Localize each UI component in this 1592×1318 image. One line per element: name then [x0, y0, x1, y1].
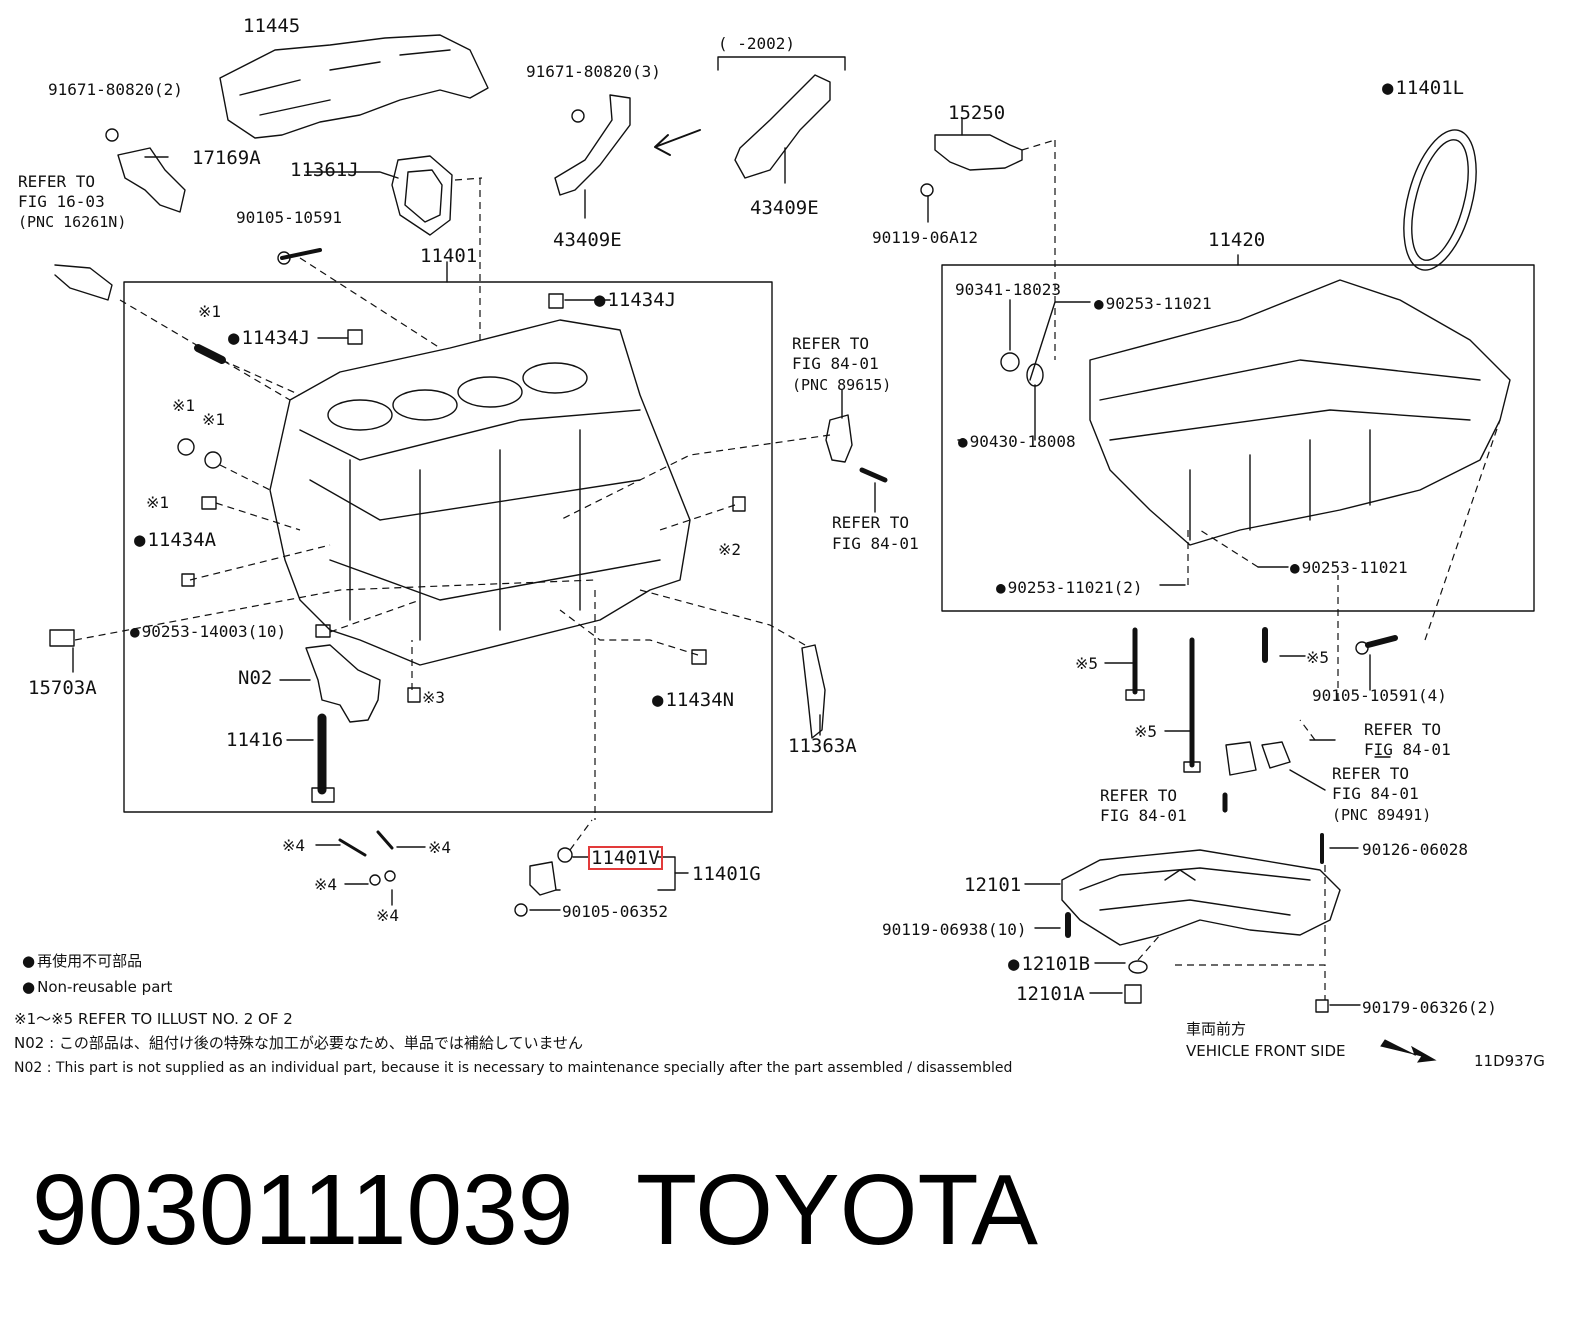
cylinder-block	[270, 320, 690, 665]
refer-84-01-b-line2: FIG 84-01	[832, 534, 919, 553]
refer-84-01-e-line2: FIG 84-01	[1100, 806, 1187, 825]
label-90253-11021-top: 90253-11021	[1094, 294, 1212, 314]
mark-4-d: ※4	[376, 906, 400, 925]
label-17169a: 17169A	[192, 147, 261, 169]
diagram-code: 11D937G	[1474, 1052, 1545, 1070]
crankcase-11420	[1090, 280, 1510, 545]
label-90105-10591: 90105-10591	[236, 208, 342, 227]
label-11401: 11401	[420, 245, 478, 267]
n02-note-en: N02 : This part is not supplied as an in…	[14, 1060, 1013, 1076]
label-90105-10591-4: 90105-10591(4)	[1312, 686, 1447, 705]
bracket-43409e-a	[555, 95, 630, 195]
heat-insulator-part	[220, 35, 488, 138]
label-90105-06352: 90105-06352	[562, 902, 668, 921]
refer-84-01-c-line2: FIG 84-01	[1364, 740, 1451, 759]
label-91671-80820-3: 91671-80820(3)	[526, 62, 661, 81]
label-90341-18023: 90341-18023	[955, 280, 1061, 299]
cylinder-block-frame	[124, 282, 772, 812]
mark-3: ※3	[422, 688, 446, 707]
label-90253-14003: 90253-14003(10)	[130, 622, 287, 642]
refer-84-01-e-line1: REFER TO	[1100, 786, 1178, 805]
label-43409e-right: 43409E	[750, 197, 819, 219]
front-arrow-icon	[1381, 1040, 1435, 1062]
refer-84-01-d-line3: (PNC 89491)	[1332, 806, 1432, 824]
refer-16-03-line2: FIG 16-03	[18, 192, 105, 211]
label-15703a: 15703A	[28, 677, 97, 699]
mark-2: ※2	[718, 540, 742, 559]
refer-84-01-a-line3: (PNC 89615)	[792, 376, 892, 394]
label-11434j-left: 11434J	[228, 328, 310, 348]
label-11434j-top: 11434J	[594, 290, 676, 310]
mark-1-c: ※1	[202, 410, 226, 429]
mark-5-c: ※5	[1134, 722, 1158, 741]
front-label-jp: 車両前方	[1186, 1020, 1247, 1038]
refer-16-03-line1: REFER TO	[18, 172, 96, 191]
label-12101a: 12101A	[1016, 983, 1085, 1005]
mark-1-a: ※1	[198, 302, 222, 321]
label-11361j: 11361J	[290, 159, 359, 181]
label-12101: 12101	[964, 874, 1022, 896]
mark-5-a: ※5	[1075, 654, 1099, 673]
refer-84-01-b-line1: REFER TO	[832, 513, 910, 532]
oil-seal-11401l	[1390, 122, 1489, 278]
refer-84-01-a-line2: FIG 84-01	[792, 354, 879, 373]
label-90253-11021-2: 90253-11021(2)	[996, 578, 1143, 598]
diagram-drawing	[0, 0, 1592, 1120]
oil-control-valve	[935, 135, 1022, 170]
gasket-11361j	[392, 156, 452, 235]
refer-84-01-a-line1: REFER TO	[792, 334, 870, 353]
refer-illust-note: ※1～※5 REFER TO ILLUST NO. 2 OF 2	[14, 1010, 293, 1028]
refer-84-01-c-line1: REFER TO	[1364, 720, 1442, 739]
n02-part	[306, 645, 380, 722]
label-90179-06326: 90179-06326(2)	[1362, 998, 1497, 1017]
mark-4-a: ※4	[282, 836, 306, 855]
label-12101b: 12101B	[1008, 954, 1090, 974]
legend-jp: 再使用不可部品	[22, 952, 142, 970]
refer-84-01-d-line1: REFER TO	[1332, 764, 1410, 783]
mark-4-c: ※4	[314, 875, 338, 894]
label-11434a: 11434A	[134, 530, 216, 550]
mark-4-b: ※4	[428, 838, 452, 857]
label-11401g: 11401G	[692, 863, 761, 885]
mark-1-b: ※1	[172, 396, 196, 415]
refer-16-03-line3: (PNC 16261N)	[18, 213, 127, 231]
label-n02: N02	[238, 667, 273, 689]
label-90253-11021-right: 90253-11021	[1290, 558, 1408, 578]
part-number: 9030111039	[32, 1154, 574, 1266]
label-90119-06a12: 90119-06A12	[872, 228, 978, 247]
label-15250: 15250	[948, 102, 1006, 124]
mark-1-d: ※1	[146, 493, 170, 512]
label-43409e-left: 43409E	[553, 229, 622, 251]
brand-name: TOYOTA	[636, 1154, 1038, 1266]
oil-pan-12101	[1062, 850, 1340, 945]
label-11363a: 11363A	[788, 735, 857, 757]
parts-diagram: 11445 91671-80820(2) 17169A REFER TO FIG…	[0, 0, 1592, 1120]
n02-note-jp: N02 : この部品は、組付け後の特殊な加工が必要なため、単品では補給していませ…	[14, 1034, 584, 1052]
front-label-en: VEHICLE FRONT SIDE	[1186, 1042, 1346, 1060]
label-11445: 11445	[243, 15, 301, 37]
label-2002: ( -2002)	[718, 34, 796, 53]
label-11420: 11420	[1208, 229, 1266, 251]
label-91671-80820-2: 91671-80820(2)	[48, 80, 183, 99]
label-11401v-highlighted[interactable]: 11401V	[588, 846, 663, 870]
label-90119-06938: 90119-06938(10)	[882, 920, 1027, 939]
legend-en: Non-reusable part	[22, 978, 172, 996]
label-90126-06028: 90126-06028	[1362, 840, 1468, 859]
label-11434n: 11434N	[652, 690, 734, 710]
mark-5-b: ※5	[1306, 648, 1330, 667]
label-90430-18008: 90430-18008	[958, 432, 1076, 452]
bracket-43409e-b	[735, 75, 830, 178]
label-11416: 11416	[226, 729, 284, 751]
refer-84-01-d-line2: FIG 84-01	[1332, 784, 1419, 803]
label-11401l: 11401L	[1382, 78, 1464, 98]
